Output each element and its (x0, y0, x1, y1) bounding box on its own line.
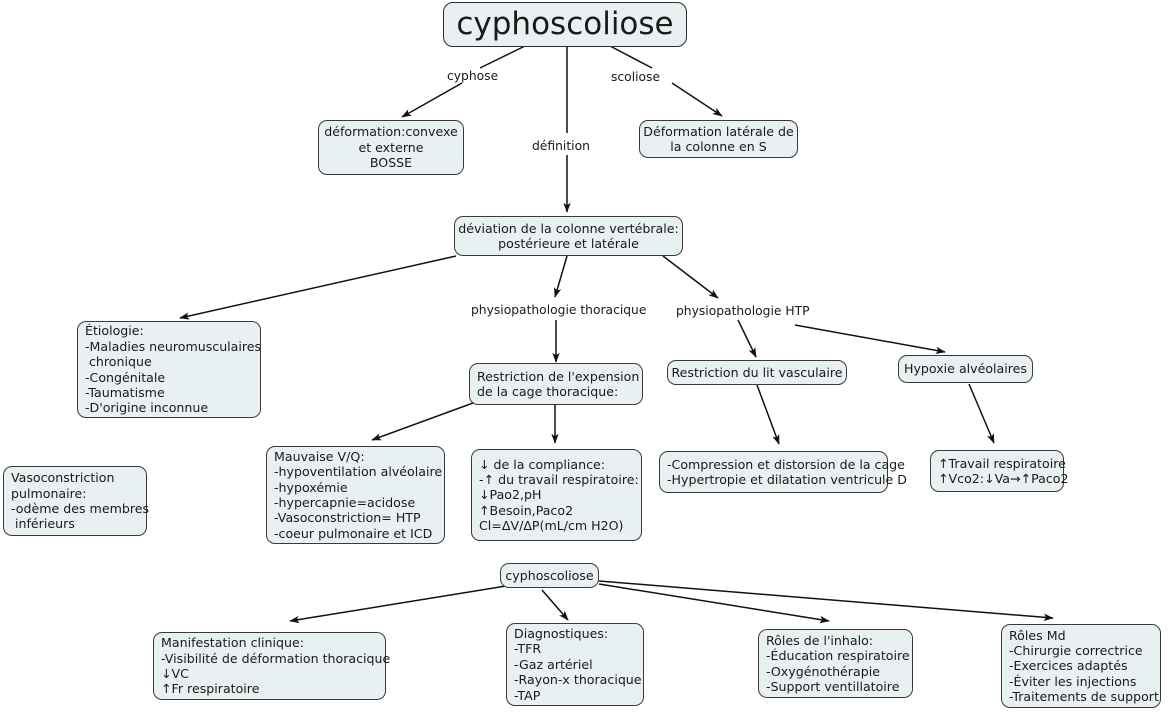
edge-physio-htp-to-hypoxie (794, 324, 946, 355)
node-travail-respiratoire-label: ↑Travail respiratoire ↑Vco2:↓Va→↑Paco2 (938, 455, 1069, 486)
node-compression-distorsion-label: -Compression et distorsion de la cage -H… (667, 456, 908, 487)
node-cyphoscoliose-bottom[interactable]: cyphoscoliose (500, 563, 599, 588)
node-travail-respiratoire[interactable]: ↑Travail respiratoire ↑Vco2:↓Va→↑Paco2 (930, 450, 1068, 492)
node-compliance[interactable]: ↓ de la compliance: -↑ du travail respir… (471, 449, 642, 541)
node-hypoxie-alveolaires[interactable]: Hypoxie alvéolaires (898, 355, 1033, 383)
node-manifestation-clinique[interactable]: Manifestation clinique: -Visibilité de d… (153, 632, 390, 700)
node-vasoconstriction-pulmonaire-label: Vasoconstriction pulmonaire: -odème des … (11, 470, 150, 532)
node-roles-md-label: Rôles Md -Chirurgie correctrice -Exercic… (1009, 627, 1159, 705)
node-deformation-laterale[interactable]: Déformation latérale de la colonne en S (639, 120, 798, 158)
edge-label-physio-thoracique: physiopathologie thoracique (471, 303, 647, 317)
node-deformation-laterale-label: Déformation latérale de la colonne en S (643, 123, 794, 154)
edge-physio-htp-to-restriction-lit (737, 319, 757, 358)
node-vasoconstriction-pulmonaire[interactable]: Vasoconstriction pulmonaire: -odème des … (3, 466, 150, 536)
node-deformation-convexe[interactable]: déformation:convexe et externe BOSSE (318, 120, 464, 175)
node-diagnostiques-label: Diagnostiques: -TFR -Gaz artériel -Rayon… (514, 626, 642, 703)
node-root-label: cyphoscoliose (456, 5, 674, 42)
edge-root-to-deformation-laterale (609, 45, 653, 69)
node-deviation-colonne-label: déviation de la colonne vertébrale: post… (458, 220, 679, 251)
node-deformation-convexe-label: déformation:convexe et externe BOSSE (324, 124, 458, 171)
node-manifestation-clinique-label: Manifestation clinique: -Visibilité de d… (161, 635, 391, 697)
edge-deviation-to-physio-htp (662, 255, 719, 299)
node-restriction-expension-label: Restriction de l'expension de la cage th… (477, 368, 640, 399)
edge-label-physio-htp: physiopathologie HTP (676, 304, 810, 318)
node-cyphoscoliose-bottom-label: cyphoscoliose (505, 567, 594, 583)
node-restriction-lit-vasculaire-label: Restriction du lit vasculaire (671, 364, 843, 380)
edge-label-definition: définition (532, 139, 590, 153)
edge-deviation-to-physio-thoracique (554, 255, 568, 298)
edge-cyphoscoliose-to-diagnostiques (541, 589, 569, 621)
node-diagnostiques[interactable]: Diagnostiques: -TFR -Gaz artériel -Rayon… (506, 623, 644, 706)
edge-restriction-lit-to-compression (756, 384, 780, 445)
edge-cyphoscoliose-to-roles-md (598, 580, 1054, 621)
edge-deviation-to-etiologie (179, 255, 457, 320)
edge-label-cyphose: cyphose (447, 69, 499, 83)
edge-hypoxie-to-travail (968, 383, 995, 444)
node-etiologie[interactable]: Étiologie: -Maladies neuromusculaires ch… (77, 321, 261, 418)
edge-scoliose-to-deformation-laterale (671, 82, 723, 117)
node-deviation-colonne[interactable]: déviation de la colonne vertébrale: post… (454, 216, 683, 256)
edge-cyphoscoliose-to-roles-inhalo (598, 583, 830, 624)
edge-label-scoliose: scoliose (611, 70, 661, 84)
node-roles-md[interactable]: Rôles Md -Chirurgie correctrice -Exercic… (1001, 624, 1161, 708)
node-compliance-label: ↓ de la compliance: -↑ du travail respir… (479, 456, 639, 534)
edge-cyphoscoliose-to-manifestation (289, 585, 507, 624)
node-root-cyphoscoliose[interactable]: cyphoscoliose (443, 2, 687, 47)
node-compression-distorsion[interactable]: -Compression et distorsion de la cage -H… (659, 451, 907, 493)
node-mauvaise-vq[interactable]: Mauvaise V/Q: -hypoventilation alvéolair… (266, 446, 445, 544)
node-restriction-lit-vasculaire[interactable]: Restriction du lit vasculaire (667, 360, 847, 385)
edge-restriction-to-mauvaise-vq (371, 402, 474, 441)
node-roles-inhalo-label: Rôles de l'inhalo: -Éducation respiratoi… (766, 632, 910, 694)
node-mauvaise-vq-label: Mauvaise V/Q: -hypoventilation alvéolair… (274, 448, 443, 541)
edge-cyphose-to-deformation-convexe (401, 82, 463, 118)
node-hypoxie-alveolaires-label: Hypoxie alvéolaires (904, 361, 1027, 377)
node-etiologie-label: Étiologie: -Maladies neuromusculaires ch… (85, 323, 262, 416)
node-roles-inhalo[interactable]: Rôles de l'inhalo: -Éducation respiratoi… (758, 629, 913, 698)
node-restriction-expension[interactable]: Restriction de l'expension de la cage th… (469, 363, 643, 405)
edge-root-to-deformation-convexe (479, 45, 526, 69)
